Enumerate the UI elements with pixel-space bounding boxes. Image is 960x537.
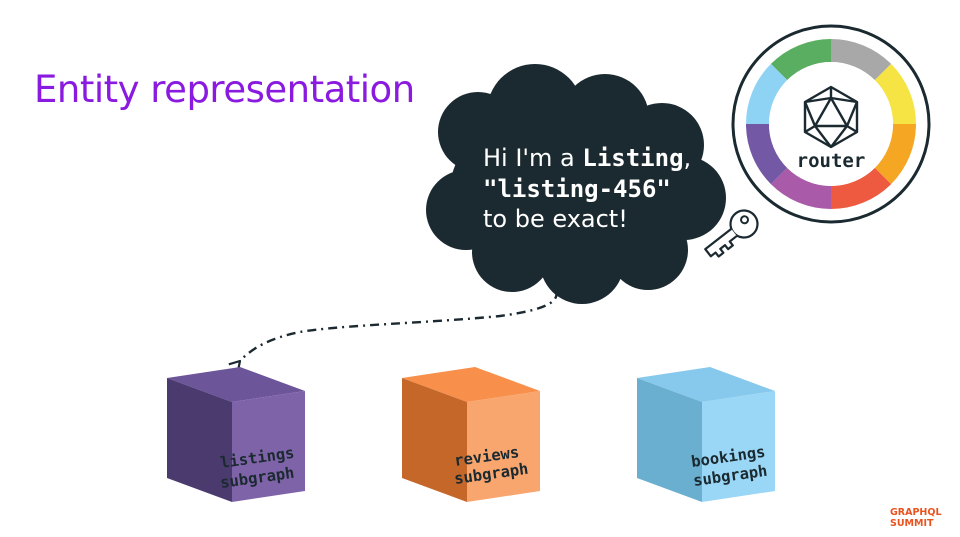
cube-front [467, 391, 540, 502]
speech-line-1: Hi I'm a Listing, [483, 144, 691, 172]
page-title: Entity representation [34, 68, 415, 111]
speech-cloud: Hi I'm a Listing, "listing-456" to be ex… [426, 64, 726, 304]
cube-front [232, 391, 305, 502]
router-color-ring [746, 39, 916, 209]
cube-side [637, 378, 702, 502]
cube-top [167, 367, 305, 402]
cube-front [702, 391, 775, 502]
ring-segment [874, 63, 916, 124]
graphql-summit-logo: GRAPHQL SUMMIT [890, 507, 942, 529]
speech-line-2: "listing-456" [483, 175, 671, 203]
ring-segment [770, 167, 831, 209]
ring-segment [746, 124, 788, 185]
ring-segment [831, 167, 892, 209]
cube-top [402, 367, 540, 402]
cube-side [402, 378, 467, 502]
logo-line1: GRAPHQL [890, 507, 942, 518]
subgraph-reviews: reviews subgraph [402, 367, 540, 502]
router-badge: router [731, 24, 931, 224]
cube-side [167, 378, 232, 502]
subgraph-listings: listings subgraph [167, 367, 305, 502]
speech-line-3: to be exact! [483, 205, 628, 233]
router-label: router [797, 150, 866, 172]
dashed-arrow [228, 289, 558, 373]
ring-segment [746, 63, 788, 124]
logo-line2: SUMMIT [890, 518, 934, 529]
subgraph-bookings: bookings subgraph [637, 367, 775, 502]
ring-segment [874, 124, 916, 185]
icosahedron-icon [803, 85, 859, 149]
cube-top [637, 367, 775, 402]
key-icon [704, 209, 759, 258]
ring-segment [831, 39, 892, 81]
ring-segment [770, 39, 831, 81]
